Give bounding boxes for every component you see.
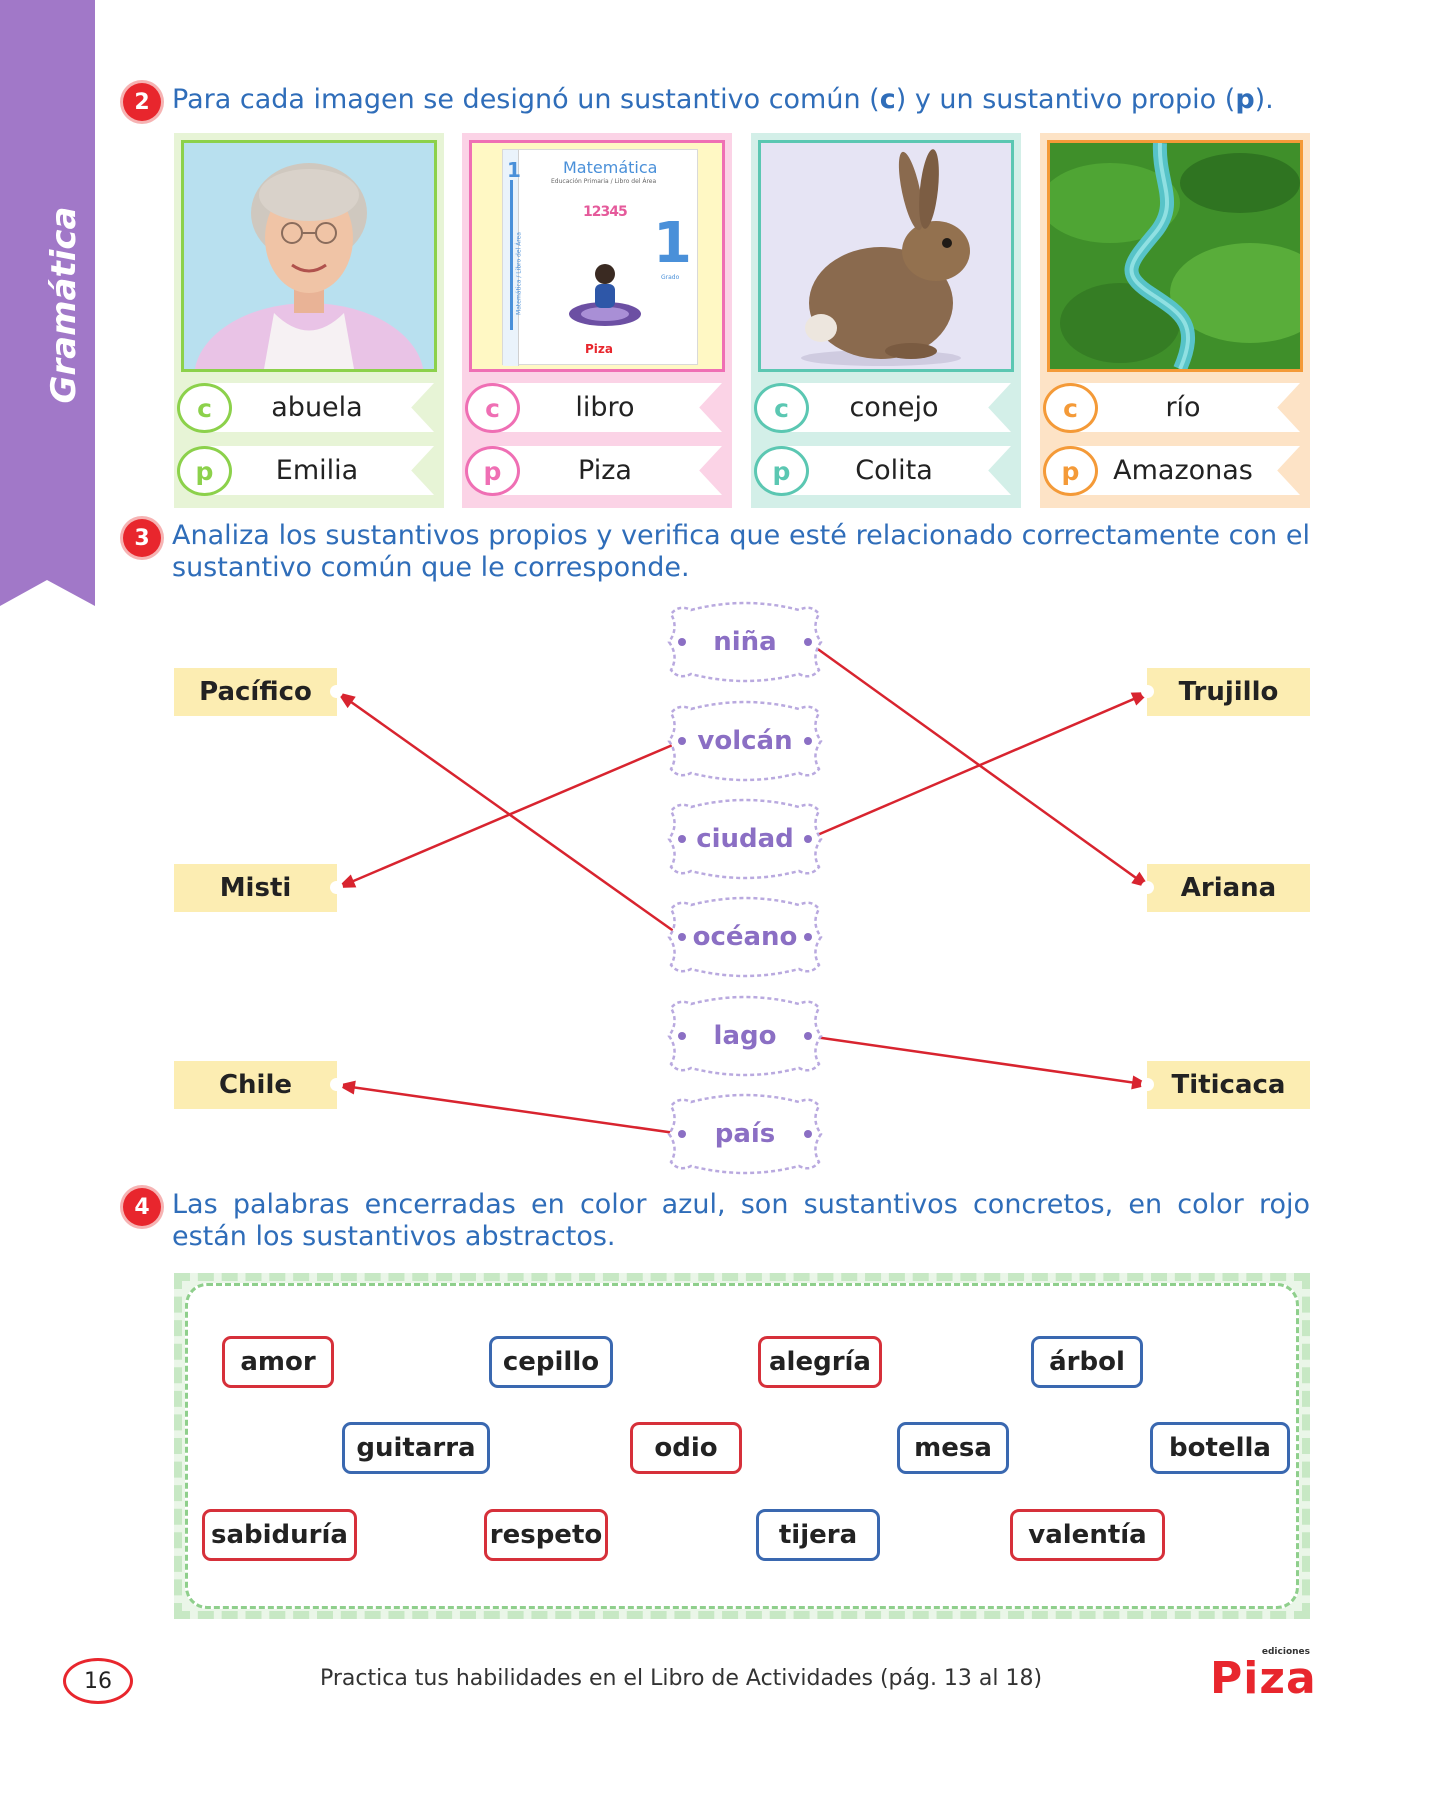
proper-noun: Colita bbox=[855, 455, 933, 486]
common-noun-row: c río bbox=[1040, 379, 1310, 436]
common-word-label: país bbox=[714, 1119, 776, 1149]
proper-noun: Emilia bbox=[275, 455, 359, 486]
book-brand: Piza bbox=[585, 342, 613, 356]
common-word-2: ciudad bbox=[661, 797, 829, 881]
common-word-label: lago bbox=[713, 1021, 777, 1051]
common-word-label: ciudad bbox=[696, 824, 794, 854]
common-noun: abuela bbox=[271, 392, 363, 423]
connection-arrow-3 bbox=[337, 692, 356, 709]
proper-noun: Amazonas bbox=[1113, 455, 1253, 486]
proper-noun-row: p Colita bbox=[751, 442, 1021, 499]
word-chip-9: respeto bbox=[484, 1509, 608, 1561]
noun-card-abuela: c abuela p Emilia bbox=[174, 133, 444, 508]
word-chip-11: valentía bbox=[1010, 1509, 1165, 1561]
publisher-logo: ediciones Piza bbox=[1210, 1647, 1316, 1707]
word-chip-2: alegría bbox=[758, 1336, 882, 1388]
word-chip-8: sabiduría bbox=[202, 1509, 357, 1561]
common-letter: c bbox=[465, 383, 520, 433]
word-chip-7: botella bbox=[1150, 1422, 1290, 1474]
grandmother-photo bbox=[181, 140, 437, 372]
page-number: 16 bbox=[63, 1658, 133, 1704]
common-word-0: niña bbox=[661, 600, 829, 684]
word-chip-0: amor bbox=[222, 1336, 334, 1388]
exercise-4-instruction: Las palabras encerradas en color azul, s… bbox=[172, 1189, 1310, 1252]
footer-text: Practica tus habilidades en el Libro de … bbox=[320, 1666, 1043, 1691]
proper-noun: Piza bbox=[578, 455, 632, 486]
proper-label-ariana: Ariana bbox=[1141, 864, 1310, 912]
noun-card-conejo: c conejo p Colita bbox=[751, 133, 1021, 508]
book-numbers: 12345 bbox=[583, 204, 628, 220]
connection-line-3 bbox=[336, 690, 683, 939]
connection-line-5 bbox=[336, 1083, 683, 1136]
child-illustration bbox=[569, 264, 641, 326]
proper-letter: p bbox=[177, 446, 232, 496]
noun-card-libro: Matemática / Libro del Área 1 Matemática… bbox=[462, 133, 732, 508]
noun-card-rio: c río p Amazonas bbox=[1040, 133, 1310, 508]
word-chip-10: tijera bbox=[756, 1509, 880, 1561]
book-subtitle: Educación Primaria / Libro del Área bbox=[551, 178, 657, 185]
publisher-logo-small: ediciones bbox=[1261, 1647, 1310, 1657]
proper-letter: p bbox=[1043, 446, 1098, 496]
proper-noun-row: p Amazonas bbox=[1040, 442, 1310, 499]
common-noun: río bbox=[1165, 392, 1201, 423]
rabbit-photo bbox=[758, 140, 1014, 372]
common-noun: libro bbox=[575, 392, 635, 423]
word-chip-4: guitarra bbox=[342, 1422, 490, 1474]
proper-letter: p bbox=[754, 446, 809, 496]
book-cover: Matemática / Libro del Área 1 Matemática… bbox=[469, 140, 725, 372]
proper-label-misti: Misti bbox=[174, 864, 343, 912]
book-grade-number: 1 bbox=[653, 211, 692, 276]
proper-label-trujillo: Trujillo bbox=[1141, 668, 1310, 716]
connection-line-4 bbox=[807, 1034, 1151, 1087]
book-title: Matemática bbox=[563, 158, 658, 177]
common-noun: conejo bbox=[849, 392, 939, 423]
proper-label-titicaca: Titicaca bbox=[1141, 1061, 1310, 1109]
exercise-4-number: 4 bbox=[123, 1188, 161, 1226]
common-noun-row: c libro bbox=[462, 379, 732, 436]
common-word-label: niña bbox=[713, 627, 777, 657]
publisher-logo-text: Piza bbox=[1210, 1653, 1317, 1704]
common-noun-row: c conejo bbox=[751, 379, 1021, 436]
exercise-3-instruction: Analiza los sustantivos propios y verifi… bbox=[172, 520, 1310, 583]
word-chip-3: árbol bbox=[1031, 1336, 1143, 1388]
word-chip-1: cepillo bbox=[489, 1336, 613, 1388]
common-word-5: país bbox=[661, 1092, 829, 1176]
common-letter: c bbox=[754, 383, 809, 433]
common-word-label: océano bbox=[692, 922, 798, 952]
proper-label-chile: Chile bbox=[174, 1061, 343, 1109]
connection-line-2 bbox=[807, 690, 1151, 841]
river-photo bbox=[1047, 140, 1303, 372]
book-grade-word: Grado bbox=[661, 274, 680, 281]
exercise-2-instruction: Para cada imagen se designó un sustantiv… bbox=[172, 84, 1274, 115]
proper-noun-row: p Emilia bbox=[174, 442, 444, 499]
common-word-label: volcán bbox=[697, 726, 793, 756]
book-spine-grade: 1 bbox=[507, 158, 521, 182]
common-noun-row: c abuela bbox=[174, 379, 444, 436]
proper-label-pacifico: Pacífico bbox=[174, 668, 343, 716]
common-word-4: lago bbox=[661, 994, 829, 1078]
word-chip-5: odio bbox=[630, 1422, 742, 1474]
proper-letter: p bbox=[465, 446, 520, 496]
book-cover-page: Matemática / Libro del Área 1 Matemática… bbox=[502, 149, 698, 366]
proper-noun-row: p Piza bbox=[462, 442, 732, 499]
exercise-2-number: 2 bbox=[123, 83, 161, 121]
common-word-3: océano bbox=[661, 895, 829, 979]
section-tab: Gramática bbox=[0, 0, 95, 606]
word-chip-6: mesa bbox=[897, 1422, 1009, 1474]
common-letter: c bbox=[1043, 383, 1098, 433]
exercise-3-number: 3 bbox=[123, 519, 161, 557]
common-word-1: volcán bbox=[661, 699, 829, 783]
common-letter: c bbox=[177, 383, 232, 433]
